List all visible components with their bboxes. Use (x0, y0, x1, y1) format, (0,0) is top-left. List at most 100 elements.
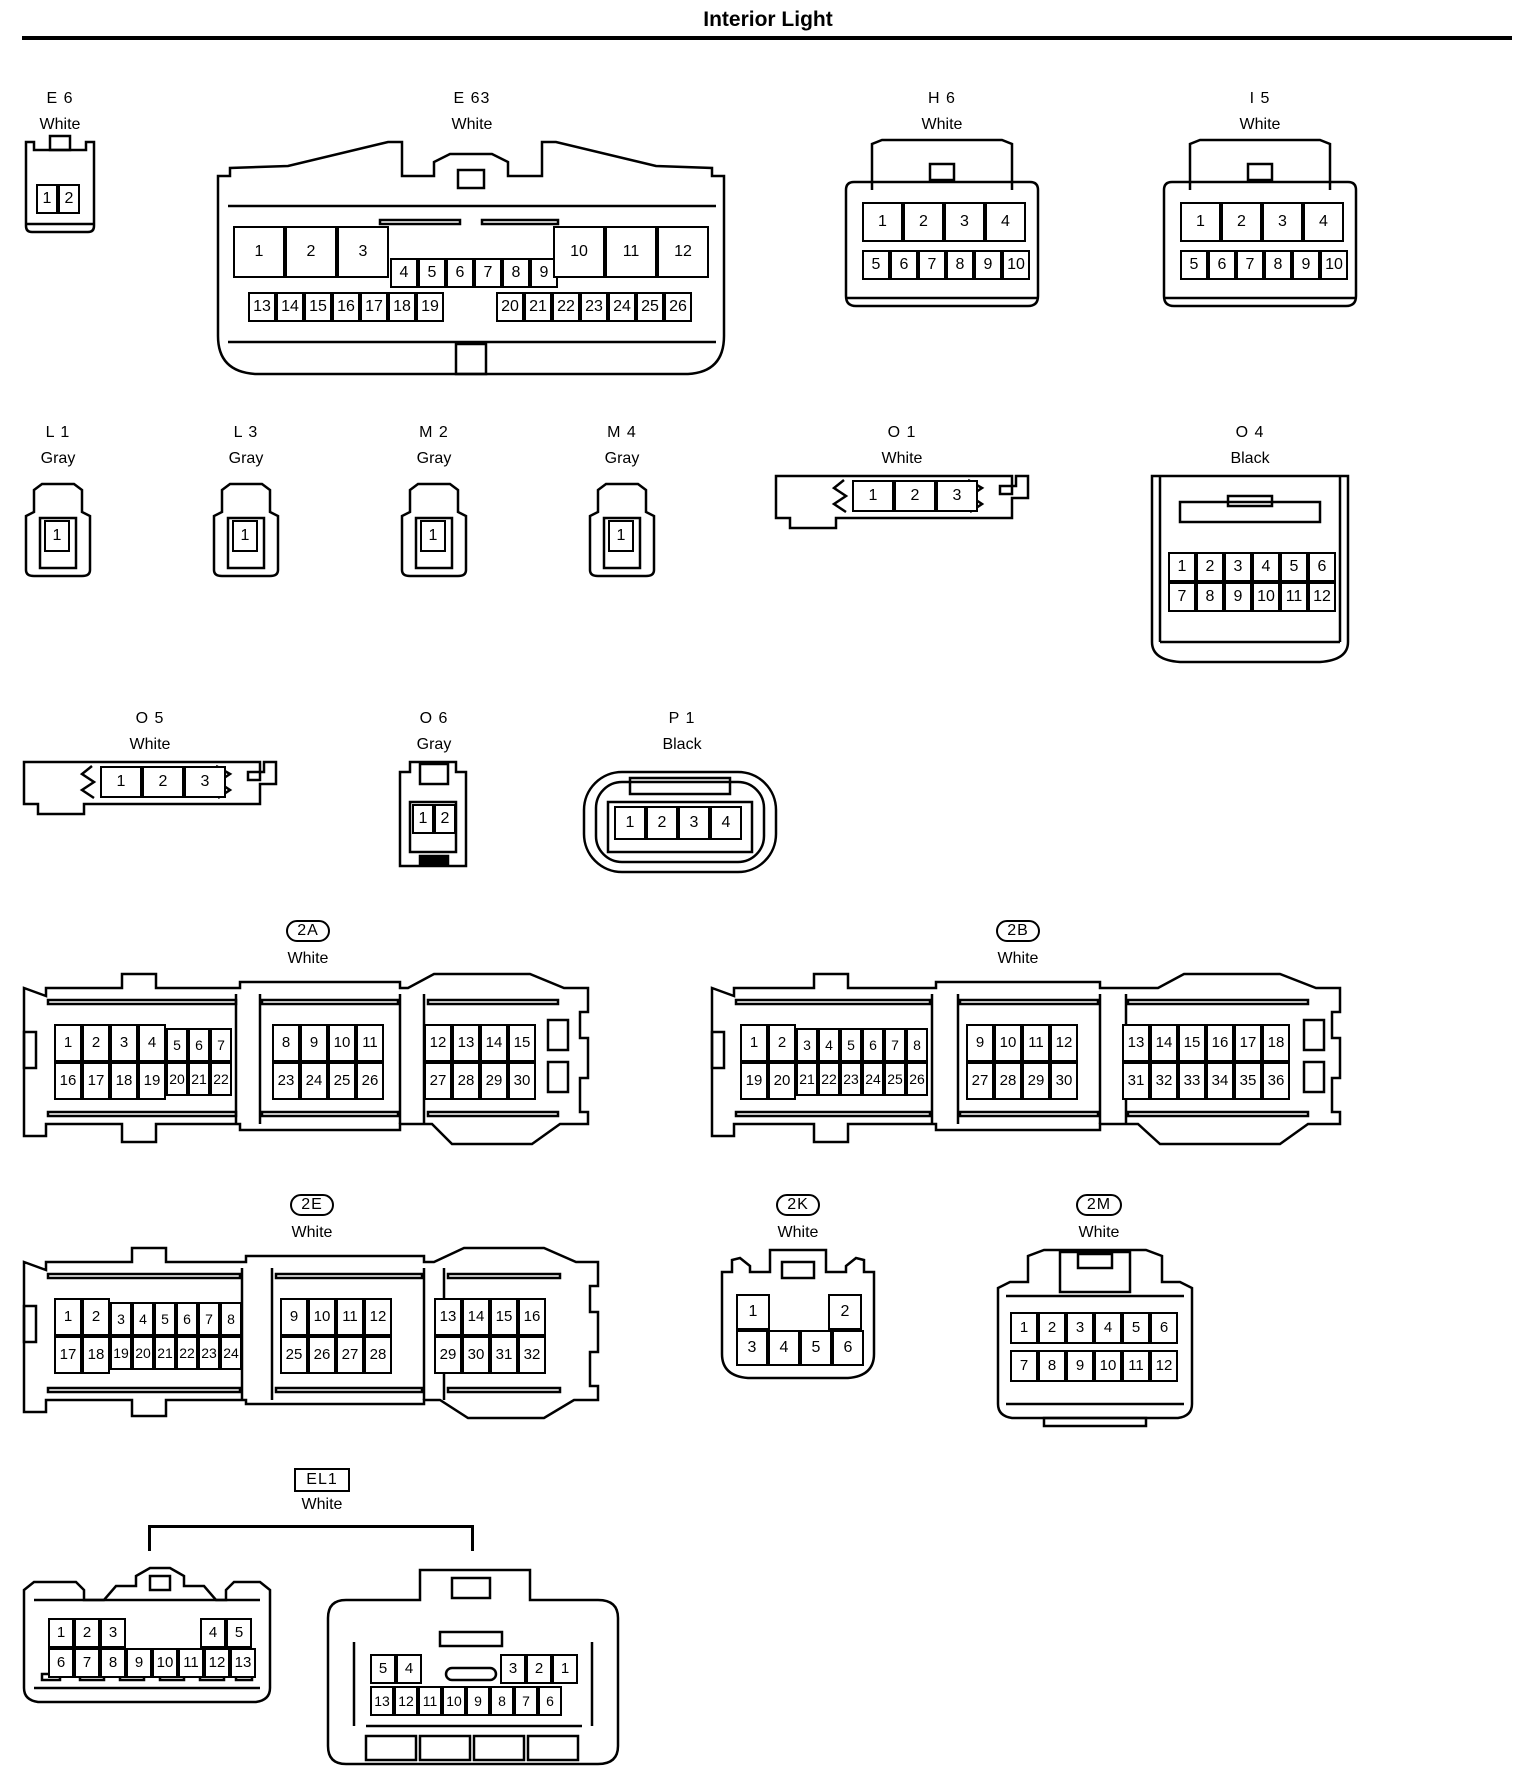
pin-2E-23: 23 (198, 1336, 220, 1370)
connector-code: L 3 (233, 424, 259, 441)
connector-label: 2A White (208, 920, 408, 968)
connector-color: Black (1230, 450, 1270, 467)
pin-2A-22: 22 (210, 1062, 232, 1096)
connector-code: 2E (290, 1194, 334, 1216)
connector-color: Gray (416, 736, 452, 753)
pin-2B-21: 21 (796, 1062, 818, 1096)
pin-2E-26: 26 (308, 1336, 336, 1374)
pin-2E-8: 8 (220, 1302, 242, 1336)
pin-2M-2: 2 (1038, 1312, 1066, 1344)
connector-color: White (1239, 116, 1281, 133)
pin-2K-4: 4 (768, 1330, 800, 1366)
connector-M2: M 2 Gray (396, 420, 472, 580)
pin-EL1-left-1: 1 (48, 1618, 74, 1648)
pin-E63-6: 6 (446, 258, 474, 288)
connector-O1: O 1 White (772, 420, 1032, 540)
pin-E63-5: 5 (418, 258, 446, 288)
pin-2K-2: 2 (828, 1294, 862, 1330)
pin-2A-30: 30 (508, 1062, 536, 1100)
connector-label: O 4 Black (1150, 424, 1350, 468)
pin-2A-28: 28 (452, 1062, 480, 1100)
connector-label: L 3 Gray (208, 424, 284, 468)
pin-2M-7: 7 (1010, 1350, 1038, 1382)
connector-label: M 2 Gray (396, 424, 472, 468)
connector-label: O 5 White (50, 710, 250, 754)
pin-2E-20: 20 (132, 1336, 154, 1370)
pin-2A-19: 19 (138, 1062, 166, 1100)
pin-EL1-right-9: 9 (466, 1686, 490, 1716)
pin-2B-34: 34 (1206, 1062, 1234, 1100)
diagram-title: Interior Light (703, 8, 833, 31)
connector-color: White (129, 736, 171, 753)
pin-2A-16: 16 (54, 1062, 82, 1100)
pin-2B-35: 35 (1234, 1062, 1262, 1100)
pin-E63-25: 25 (636, 292, 664, 322)
pin-O4-10: 10 (1252, 582, 1280, 612)
pin-P1-4: 4 (710, 806, 742, 840)
pin-2K-5: 5 (800, 1330, 832, 1366)
pin-2B-9: 9 (966, 1024, 994, 1062)
pin-2B-13: 13 (1122, 1024, 1150, 1062)
connector-label: M 4 Gray (584, 424, 660, 468)
pin-2B-2: 2 (768, 1024, 796, 1062)
connector-body (212, 482, 280, 578)
pin-I5-10: 10 (1320, 250, 1348, 280)
pin-E63-16: 16 (332, 292, 360, 322)
pin-EL1-left-5: 5 (226, 1618, 252, 1648)
pin-EL1-right-10: 10 (442, 1686, 466, 1716)
connector-code: H 6 (928, 90, 956, 107)
pin-EL1-right-12: 12 (394, 1686, 418, 1716)
connector-code: O 4 (1235, 424, 1265, 441)
pin-2B-31: 31 (1122, 1062, 1150, 1100)
pin-2A-3: 3 (110, 1024, 138, 1062)
pin-2B-28: 28 (994, 1062, 1022, 1100)
pin-2B-24: 24 (862, 1062, 884, 1096)
pin-O4-11: 11 (1280, 582, 1308, 612)
pin-I5-1: 1 (1180, 202, 1221, 242)
connector-EL1-right (326, 1568, 626, 1770)
pin-2M-9: 9 (1066, 1350, 1094, 1382)
pin-E63-23: 23 (580, 292, 608, 322)
connector-label: L 1 Gray (20, 424, 96, 468)
pin-I5-3: 3 (1262, 202, 1303, 242)
connector-body (22, 972, 590, 1146)
pin-E63-1: 1 (233, 226, 285, 278)
pin-2E-7: 7 (198, 1302, 220, 1336)
pin-2E-15: 15 (490, 1298, 518, 1336)
pin-E63-24: 24 (608, 292, 636, 322)
pin-E63-19: 19 (416, 292, 444, 322)
pin-EL1-left-11: 11 (178, 1648, 204, 1678)
pin-E63-3: 3 (337, 226, 389, 278)
connector-2E: 2E White (20, 1190, 604, 1430)
connector-body (24, 482, 92, 578)
pin-I5-9: 9 (1292, 250, 1320, 280)
connector-E6: E 6 White (22, 86, 98, 236)
pin-2A-21: 21 (188, 1062, 210, 1096)
pin-H6-10: 10 (1002, 250, 1030, 280)
connector-label: P 1 Black (582, 710, 782, 754)
pin-I5-5: 5 (1180, 250, 1208, 280)
pin-O4-3: 3 (1224, 552, 1252, 582)
pin-O4-8: 8 (1196, 582, 1224, 612)
pin-O1-2: 2 (894, 480, 936, 512)
title-rule (22, 36, 1512, 40)
pin-EL1-right-3: 3 (500, 1654, 526, 1684)
pin-I5-4: 4 (1303, 202, 1344, 242)
pin-2M-3: 3 (1066, 1312, 1094, 1344)
pin-E63-18: 18 (388, 292, 416, 322)
pin-E6-1: 1 (36, 184, 58, 214)
pin-EL1-right-6: 6 (538, 1686, 562, 1716)
connector-code: P 1 (668, 710, 696, 727)
pin-E63-8: 8 (502, 258, 530, 288)
pin-I5-2: 2 (1221, 202, 1262, 242)
pin-E63-10: 10 (553, 226, 605, 278)
pin-2B-20: 20 (768, 1062, 796, 1100)
connector-body (216, 140, 726, 376)
pin-2M-10: 10 (1094, 1350, 1122, 1382)
connector-color: White (777, 1224, 819, 1241)
connector-color: Black (662, 736, 702, 753)
pin-2B-33: 33 (1178, 1062, 1206, 1100)
pin-2B-18: 18 (1262, 1024, 1290, 1062)
pin-O4-1: 1 (1168, 552, 1196, 582)
pin-H6-2: 2 (903, 202, 944, 242)
